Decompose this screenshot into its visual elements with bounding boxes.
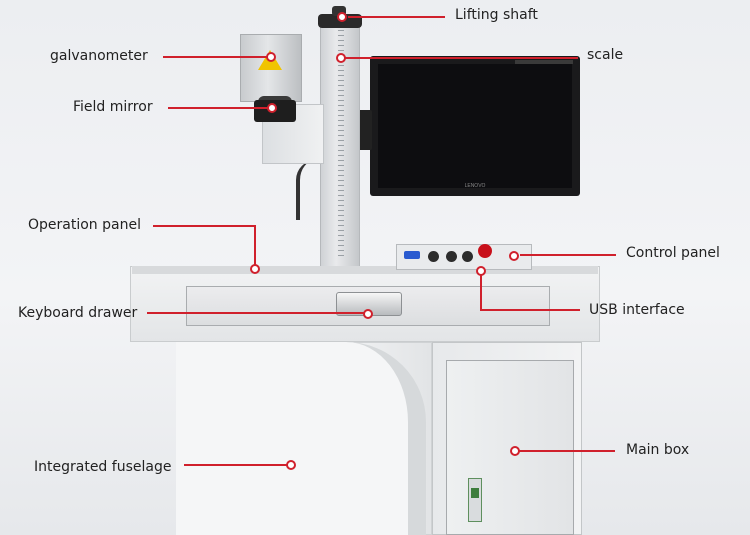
lifting-handwheel <box>318 14 362 28</box>
monitor-screen <box>378 64 572 188</box>
label-usb-interface: USB interface <box>589 302 685 318</box>
lifting-handle-cap <box>332 6 346 16</box>
cable <box>296 160 326 220</box>
monitor-brand: LENOVO <box>464 183 486 189</box>
drawer-handle <box>336 292 402 316</box>
door-lock <box>468 478 482 522</box>
fuselage-arch <box>176 342 426 535</box>
control-indicator <box>404 251 420 259</box>
control-knob <box>462 251 473 262</box>
label-scale: scale <box>587 47 624 63</box>
table-top-edge <box>132 266 598 274</box>
field-mirror-lens <box>254 100 296 122</box>
label-keyboard-drawer: Keyboard drawer <box>18 305 138 321</box>
label-galvanometer: galvanometer <box>50 48 148 64</box>
control-knob <box>428 251 439 262</box>
label-integrated-fuselage: Integrated fuselage <box>34 459 172 475</box>
monitor-bracket <box>356 110 372 150</box>
label-control-panel: Control panel <box>626 245 720 261</box>
scale-ruler <box>338 30 344 260</box>
label-main-box: Main box <box>626 442 690 458</box>
label-field-mirror: Field mirror <box>73 99 153 115</box>
main-box-door <box>446 360 574 535</box>
leader-operation-panel <box>153 225 256 266</box>
emergency-stop-button <box>478 244 492 258</box>
label-operation-panel: Operation panel <box>28 217 141 233</box>
label-lifting-shaft: Lifting shaft <box>455 7 538 23</box>
door-lock-key <box>471 488 479 498</box>
control-knob <box>446 251 457 262</box>
monitor-taskbar <box>515 60 573 64</box>
